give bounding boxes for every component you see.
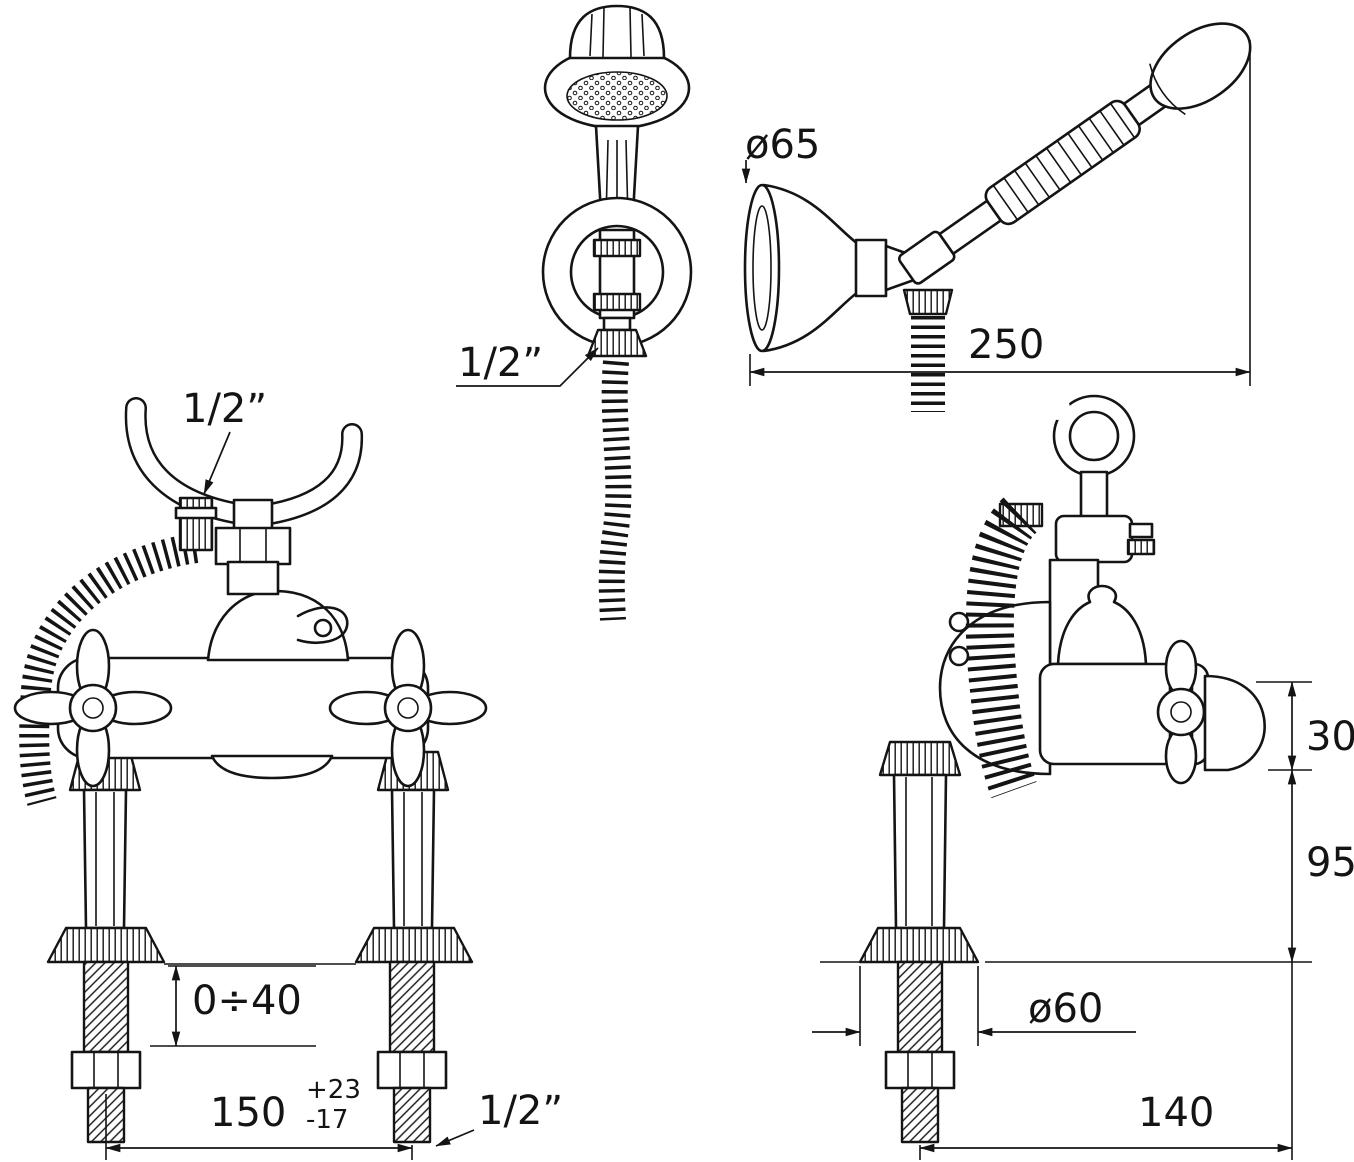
right-inlet-shank <box>388 960 436 1054</box>
dim-label-inlet-centres: 150 <box>210 1090 286 1136</box>
mixer-hose-side <box>965 497 1038 799</box>
mixer-hose-front <box>19 533 199 806</box>
spout-mouth <box>210 754 334 780</box>
hose-nut <box>586 328 648 358</box>
handshower-front-view: 1/2” <box>456 4 693 621</box>
cross-handle-side <box>1156 639 1206 785</box>
cup-joint <box>854 238 888 298</box>
spout-side <box>1203 674 1266 772</box>
hose-nut-side <box>902 288 954 316</box>
handshower-handpiece-side <box>897 22 1252 285</box>
leader-hose-thread <box>456 347 599 387</box>
left-cross-handle <box>13 628 173 788</box>
handshower-side-view: ø65 250 <box>741 22 1252 412</box>
leg-collar-side <box>878 740 962 777</box>
right-base-flange <box>354 926 474 964</box>
left-inlet-shank <box>82 960 130 1054</box>
right-cross-handle <box>328 628 488 788</box>
hook-clamp <box>1054 514 1134 564</box>
dim-label-hose-thread: 1/2” <box>458 340 543 386</box>
dim-label-cradle-thread: 1/2” <box>182 386 267 432</box>
dim-label-projection: 250 <box>968 322 1044 368</box>
right-leg <box>390 788 436 930</box>
cradle-hex-nut <box>214 526 292 566</box>
shower-head-side <box>1149 22 1252 110</box>
leader-inlet-thread <box>435 1129 475 1147</box>
diverter-side <box>1056 584 1148 666</box>
holder-bracket-knurl <box>592 238 642 258</box>
base-flange-side <box>858 926 980 964</box>
diverter-lever <box>296 606 349 644</box>
dim-label-tolerance-minus: -17 <box>306 1105 348 1135</box>
leg-side <box>892 773 948 930</box>
dim-label-deck-thickness: 0÷40 <box>192 978 302 1024</box>
hook-gap <box>1046 396 1070 420</box>
dim-label-flange-diameter: ø60 <box>1028 986 1103 1032</box>
dim-label-holder-diameter: ø65 <box>745 122 820 168</box>
locknut-side <box>884 1050 956 1090</box>
left-base-flange <box>46 926 166 964</box>
mixer-side-view: 30 95 ø60 140 <box>812 394 1354 1160</box>
ext-lines-depth <box>919 962 1293 1160</box>
dim-label-depth: 140 <box>1138 1090 1214 1136</box>
right-locknut <box>376 1050 448 1090</box>
dim-label-spout-drop: 30 <box>1306 714 1354 760</box>
shower-hose <box>598 350 632 621</box>
inlet-shank-side <box>896 960 944 1054</box>
cradle-hose-nut <box>178 496 214 552</box>
wall-cup-flange <box>743 183 781 353</box>
dim-label-body-height: 95 <box>1306 840 1354 886</box>
dim-label-tolerance-plus: +23 <box>306 1075 361 1105</box>
mixer-front-view: 1/2” 0÷40 150 +23 -17 1/2” <box>13 386 563 1160</box>
shower-head-cap <box>568 4 666 60</box>
grip-ribs <box>992 102 1136 221</box>
left-locknut <box>70 1050 142 1090</box>
spray-face <box>566 71 668 121</box>
clamp-screw <box>1128 522 1154 539</box>
leader-cradle-thread <box>203 431 231 495</box>
dim-label-inlet-thread: 1/2” <box>478 1088 563 1134</box>
cap-flutes <box>589 7 645 58</box>
left-leg <box>82 788 128 930</box>
